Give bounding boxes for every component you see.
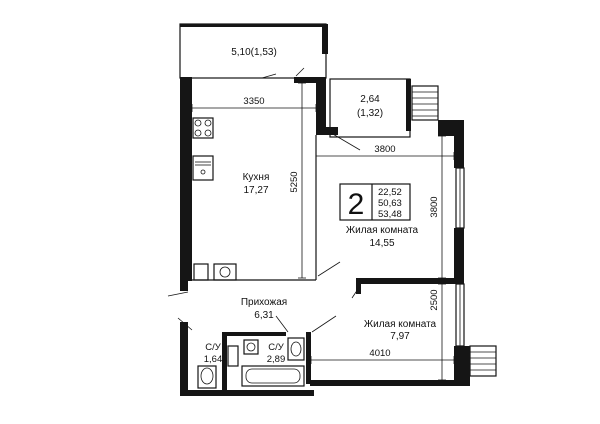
sink-icon: [192, 155, 214, 181]
walls: [180, 77, 470, 396]
stove-icon: [192, 117, 214, 139]
living2-name: Жилая комната: [364, 319, 437, 330]
top-balcony-area-label: 5,10(1,53): [231, 47, 277, 58]
rooms-count: 2: [348, 188, 365, 221]
right-balcony-area-label: 2,64: [360, 94, 380, 105]
living-area: 22,52: [378, 187, 402, 198]
living2-area: 7,97: [390, 331, 410, 342]
right-balcony-area-reduced-label: (1,32): [357, 108, 383, 119]
right-balcony-rail: [406, 79, 411, 131]
toilet-bath2-icon: [287, 337, 305, 361]
sink-bath2-icon: [243, 339, 259, 355]
room-labels: Кухня 17,27 Жилая комната 14,55 Жилая ко…: [204, 172, 437, 365]
bath1-name: С/У: [205, 342, 222, 353]
dimension-lines: 3350 5250 3800 3800 2500 4010: [191, 82, 455, 381]
top-balcony-rail: [180, 24, 326, 27]
total-area-with-balcony: 53,48: [378, 209, 402, 220]
hall-name: Прихожая: [241, 297, 287, 308]
sink-bath1-icon: [227, 345, 239, 367]
living1-name: Жилая комната: [346, 225, 419, 236]
kitchen-name: Кухня: [243, 172, 270, 183]
living1-area: 14,55: [369, 238, 394, 249]
right-balcony: 2,64 (1,32): [329, 78, 411, 138]
bath1-area: 1,64: [204, 354, 223, 365]
top-balcony-side-wall: [322, 24, 328, 54]
doors: [167, 67, 361, 333]
hall-area: 6,31: [254, 310, 274, 321]
top-balcony: 5,10(1,53): [179, 23, 328, 79]
dimension-living2-length: 2500: [429, 289, 440, 310]
summary-box: [339, 183, 411, 221]
stairs-right-bottom: [469, 345, 497, 377]
kitchen-fixtures: [192, 117, 237, 281]
dimension-kitchen-length: 5250: [289, 171, 300, 192]
fridge-icon: [193, 263, 209, 281]
bath2-name: С/У: [268, 342, 285, 353]
toilet-icon: [197, 365, 217, 389]
windows: [455, 167, 465, 347]
washer-icon: [213, 263, 237, 281]
summary-badge: 2 22,52 50,63 53,48: [339, 183, 411, 221]
kitchen-area: 17,27: [243, 185, 268, 196]
dimension-living2-width: 4010: [369, 348, 390, 359]
bathroom-fixtures: [197, 337, 305, 389]
dimension-kitchen-width: 3350: [243, 96, 264, 107]
total-area: 50,63: [378, 198, 402, 209]
dimension-living1-length: 3800: [429, 196, 440, 217]
bathtub-icon: [241, 365, 305, 387]
dimension-living1-width: 3800: [374, 144, 395, 155]
stairs-right-top: [411, 85, 439, 121]
bath2-area: 2,89: [267, 354, 286, 365]
